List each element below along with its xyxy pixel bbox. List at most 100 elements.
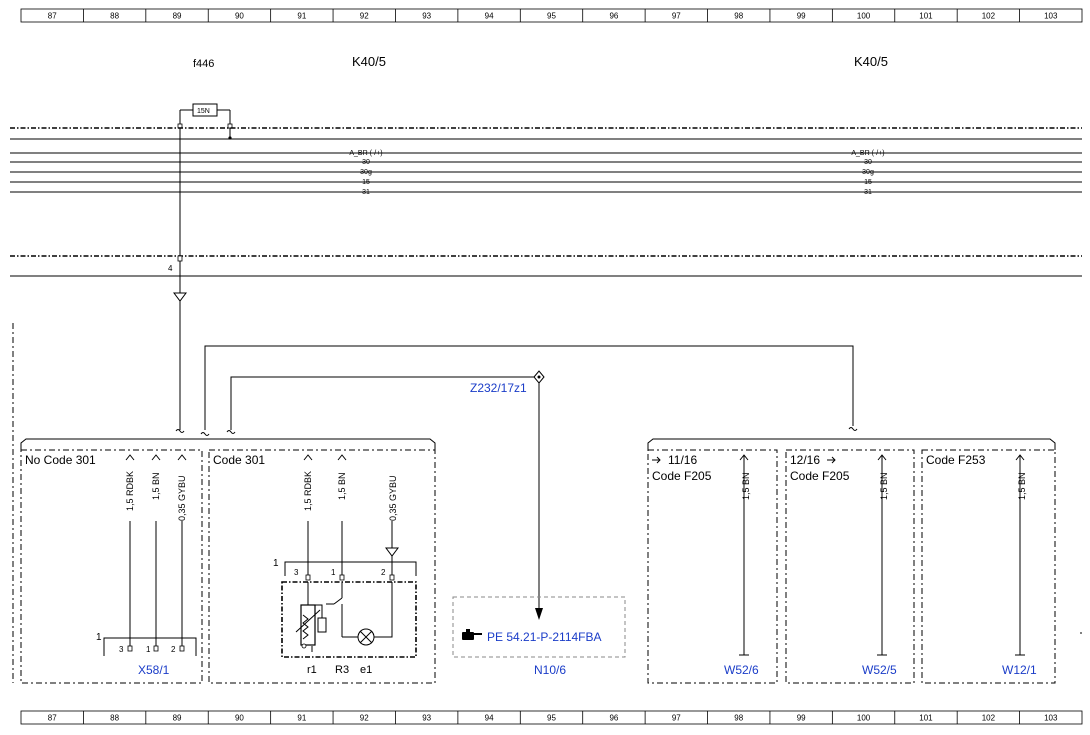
pin-label: 3 xyxy=(294,568,299,577)
box-code-f253: Code F253 1,5 BN W12/1 xyxy=(926,453,1037,677)
grid-column-number: 98 xyxy=(734,12,743,21)
bus-lines xyxy=(10,138,1082,277)
grid-column-number: 88 xyxy=(110,12,119,21)
bus-label: 30 xyxy=(864,159,872,166)
bus-label: A_BR (-/+) xyxy=(851,150,884,157)
grid-column-number: 90 xyxy=(235,12,244,21)
wire-label: 1,5 BN xyxy=(879,472,889,500)
ref-label: 12/16 xyxy=(790,453,820,467)
bus-label: 15 xyxy=(864,179,872,186)
grid-column-number: 102 xyxy=(982,714,996,723)
grid-column-number: 99 xyxy=(797,12,806,21)
wire-label: 0,35 GYBU xyxy=(177,475,187,521)
bus-label: 15 xyxy=(362,179,370,186)
bus-labels-right: A_BR (-/+) 30 30g 15 31 xyxy=(851,150,884,196)
grid-column-number: 101 xyxy=(919,12,933,21)
grid-column-number: 90 xyxy=(235,714,244,723)
pin-label: 3 xyxy=(119,645,124,654)
bus-label: 30 xyxy=(362,159,370,166)
box-code-301: Code 301 1,5 RDBK 1,5 BN 0,35 GYBU 1 3 1… xyxy=(213,453,417,676)
grid-ruler-top: 87 88 89 90 91 92 93 94 95 96 97 98 99 100 101 102 103 xyxy=(20,8,1083,23)
pin-label: 2 xyxy=(171,645,176,654)
grid-column-number: 97 xyxy=(672,12,681,21)
part-label: e1 xyxy=(360,664,372,676)
grid-column-number: 103 xyxy=(1044,12,1058,21)
grid-column-number: 99 xyxy=(797,714,806,723)
grid-column-number: 87 xyxy=(48,714,57,723)
grid-column-number: 103 xyxy=(1044,714,1058,723)
ground-arrow-icon xyxy=(173,292,187,302)
grid-column-number: 91 xyxy=(297,714,306,723)
grid-column-number: 94 xyxy=(485,714,494,723)
connector-label: W52/5 xyxy=(862,663,897,677)
reference-link[interactable]: PE 54.21-P-2114FBA xyxy=(487,630,602,644)
left-group xyxy=(20,438,436,684)
pin-label: 4 xyxy=(168,264,173,273)
splice-label: Z232/17z1 xyxy=(470,381,527,395)
wire-label: 1,5 BN xyxy=(151,472,161,500)
wire-label: 1,5 BN xyxy=(1017,472,1027,500)
part-label: R3 xyxy=(335,664,349,676)
grid-column-number: 89 xyxy=(173,714,182,723)
grid-column-number: 93 xyxy=(422,714,431,723)
feed-wire: 4 xyxy=(168,128,187,433)
connector-label: W12/1 xyxy=(1002,663,1037,677)
box-code-f205-b: 12/16 Code F205 1,5 BN W52/5 xyxy=(790,453,897,677)
grid-column-number: 97 xyxy=(672,714,681,723)
grid-column-number: 92 xyxy=(360,12,369,21)
module-label-left: K40/5 xyxy=(352,54,386,69)
connector-num: 1 xyxy=(273,558,279,569)
reference-box[interactable]: PE 54.21-P-2114FBA xyxy=(452,596,626,658)
grid-column-number: 95 xyxy=(547,12,556,21)
connector-label: N10/6 xyxy=(534,663,566,677)
bus-label: 30g xyxy=(862,169,874,176)
wire-label: 1,5 RDBK xyxy=(303,471,313,511)
grid-column-number: 87 xyxy=(48,12,57,21)
pin-label: 1 xyxy=(331,568,336,577)
grid-column-number: 95 xyxy=(547,714,556,723)
grid-column-number: 96 xyxy=(609,12,618,21)
box-title: No Code 301 xyxy=(25,453,96,467)
ref-label: 11/16 xyxy=(668,453,697,467)
part-label: r1 xyxy=(307,664,317,676)
component-housing xyxy=(281,581,417,658)
grid-column-number: 101 xyxy=(919,714,933,723)
box-title: Code F253 xyxy=(926,453,986,467)
bus-labels-left: A_BR (-/+) 30 30g 15 31 xyxy=(349,150,382,196)
box-title: Code 301 xyxy=(213,453,265,467)
box-title: Code F205 xyxy=(790,469,850,483)
wire-label: 1,5 BN xyxy=(741,472,751,500)
fuse-symbol: 15N xyxy=(177,103,233,140)
bus-label: 31 xyxy=(864,189,872,196)
grid-column-number: 88 xyxy=(110,714,119,723)
connector-label: X58/1 xyxy=(138,663,170,677)
pin-label: 2 xyxy=(381,568,386,577)
bus-label: 30g xyxy=(360,169,372,176)
module-label-right: K40/5 xyxy=(854,54,888,69)
box-title: Code F205 xyxy=(652,469,712,483)
grid-column-number: 100 xyxy=(857,714,871,723)
routing-wires xyxy=(200,345,858,620)
bus-label: 31 xyxy=(362,189,370,196)
pin-label: 1 xyxy=(146,645,151,654)
fuse-inner-label: 15N xyxy=(197,108,210,115)
grid-frame xyxy=(20,8,1083,23)
grid-frame xyxy=(20,710,1083,725)
grid-column-number: 89 xyxy=(173,12,182,21)
fuse-label: f446 xyxy=(193,58,214,70)
bus-label: A_BR (-/+) xyxy=(349,150,382,157)
wire-label: 1,5 BN xyxy=(337,472,347,500)
box-no-code-301: No Code 301 1,5 RDBK 1,5 BN 0,35 GYBU 1 … xyxy=(25,453,197,677)
connector-num: 1 xyxy=(96,632,102,643)
grid-column-number: 100 xyxy=(857,12,871,21)
grid-column-number: 98 xyxy=(734,714,743,723)
grid-column-number: 102 xyxy=(982,12,996,21)
grid-column-number: 94 xyxy=(485,12,494,21)
wire-label: 0,35 GYBU xyxy=(388,475,398,521)
connector-label: W52/6 xyxy=(724,663,759,677)
grid-column-number: 91 xyxy=(297,12,306,21)
grid-column-number: 93 xyxy=(422,12,431,21)
grid-column-number: 96 xyxy=(609,714,618,723)
ground-arrow-icon xyxy=(385,547,399,557)
